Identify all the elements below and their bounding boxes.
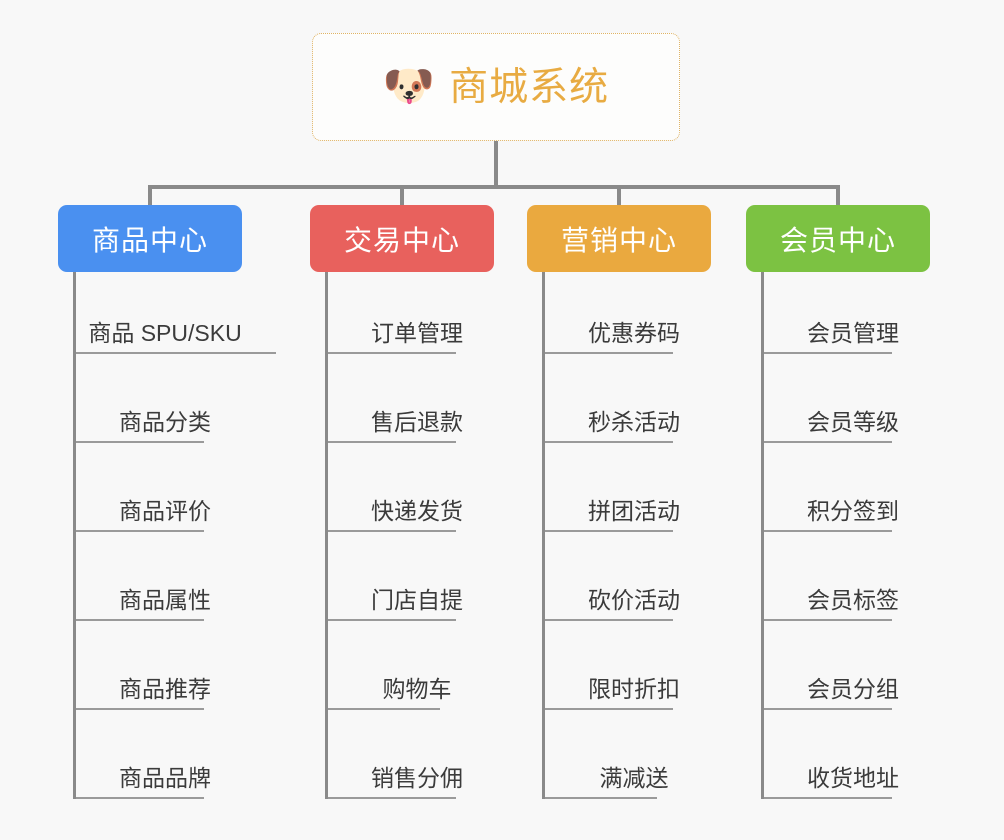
leaf-item[interactable]: 会员标签 (764, 532, 930, 621)
leaf-list-product-center: 商品 SPU/SKU 商品分类商品评价商品属性商品推荐商品品牌 (73, 272, 276, 799)
leaf-item-label: 优惠券码 (588, 320, 680, 347)
leaf-item-label: 收货地址 (807, 765, 899, 792)
leaf-item-label: 快递发货 (371, 498, 463, 525)
leaf-item-label: 会员管理 (807, 320, 899, 347)
category-column-marketing-center: 营销中心优惠券码秒杀活动拼团活动砍价活动限时折扣满减送 (527, 205, 711, 799)
leaf-item-label: 门店自提 (371, 587, 463, 614)
leaf-item[interactable]: 门店自提 (328, 532, 494, 621)
dog-face-icon: 🐶 (382, 62, 436, 109)
leaf-item-label: 售后退款 (371, 409, 463, 436)
leaf-list-member-center: 会员管理会员等级积分签到会员标签会员分组收货地址 (761, 272, 930, 799)
category-header-trade-center[interactable]: 交易中心 (310, 205, 494, 272)
leaf-item[interactable]: 优惠券码 (545, 272, 711, 354)
leaf-item[interactable]: 购物车 (328, 621, 494, 710)
connector-drop-1 (148, 185, 152, 207)
leaf-item[interactable]: 限时折扣 (545, 621, 711, 710)
connector-drop-4 (836, 185, 840, 207)
leaf-item[interactable]: 会员管理 (764, 272, 930, 354)
leaf-item[interactable]: 商品属性 (76, 532, 242, 621)
leaf-item[interactable]: 快递发货 (328, 443, 494, 532)
category-header-member-center[interactable]: 会员中心 (746, 205, 930, 272)
leaf-item-label: 满减送 (599, 765, 669, 792)
connector-drop-2 (400, 185, 404, 207)
leaf-item-label: 拼团活动 (588, 498, 680, 525)
leaf-item-label: 砍价活动 (588, 587, 680, 614)
category-header-label: 会员中心 (779, 224, 896, 256)
leaf-item[interactable]: 商品评价 (76, 443, 242, 532)
leaf-list-marketing-center: 优惠券码秒杀活动拼团活动砍价活动限时折扣满减送 (542, 272, 711, 799)
leaf-item-label: 会员标签 (807, 587, 899, 614)
category-header-product-center[interactable]: 商品中心 (58, 205, 242, 272)
category-header-label: 营销中心 (560, 224, 677, 256)
leaf-item-label: 商品分类 (119, 409, 211, 436)
leaf-item-label: 限时折扣 (588, 676, 680, 703)
connector-drop-3 (617, 185, 621, 207)
leaf-item-label: 积分签到 (807, 498, 899, 525)
leaf-item[interactable]: 商品分类 (76, 354, 242, 443)
leaf-item[interactable]: 商品品牌 (76, 710, 242, 799)
category-header-label: 交易中心 (343, 224, 460, 256)
leaf-item-label: 订单管理 (371, 320, 463, 347)
connector-bar (150, 185, 840, 189)
category-column-member-center: 会员中心会员管理会员等级积分签到会员标签会员分组收货地址 (746, 205, 930, 799)
root-title: 商城系统 (449, 65, 610, 109)
leaf-item[interactable]: 会员分组 (764, 621, 930, 710)
leaf-item-label: 秒杀活动 (588, 409, 680, 436)
leaf-item-label: 会员分组 (807, 676, 899, 703)
category-header-label: 商品中心 (91, 224, 208, 256)
root-node[interactable]: 🐶 商城系统 (312, 33, 680, 141)
leaf-item[interactable]: 售后退款 (328, 354, 494, 443)
leaf-item[interactable]: 销售分佣 (328, 710, 494, 799)
leaf-item[interactable]: 积分签到 (764, 443, 930, 532)
leaf-item-label: 会员等级 (807, 409, 899, 436)
leaf-item[interactable]: 秒杀活动 (545, 354, 711, 443)
leaf-list-trade-center: 订单管理售后退款快递发货门店自提购物车销售分佣 (325, 272, 494, 799)
category-header-marketing-center[interactable]: 营销中心 (527, 205, 711, 272)
leaf-item[interactable]: 拼团活动 (545, 443, 711, 532)
category-column-trade-center: 交易中心订单管理售后退款快递发货门店自提购物车销售分佣 (310, 205, 494, 799)
leaf-item-label: 销售分佣 (371, 765, 463, 792)
leaf-item[interactable]: 商品推荐 (76, 621, 242, 710)
leaf-item-label: 商品评价 (119, 498, 211, 525)
category-column-product-center: 商品中心商品 SPU/SKU 商品分类商品评价商品属性商品推荐商品品牌 (58, 205, 276, 799)
connector-stem (494, 141, 498, 188)
leaf-item[interactable]: 砍价活动 (545, 532, 711, 621)
leaf-item[interactable]: 会员等级 (764, 354, 930, 443)
leaf-item-label: 商品品牌 (119, 765, 211, 792)
leaf-item-label: 商品属性 (119, 587, 211, 614)
leaf-item[interactable]: 订单管理 (328, 272, 494, 354)
leaf-item-label: 商品 SPU/SKU (88, 320, 242, 347)
leaf-item-label: 购物车 (382, 676, 452, 703)
leaf-item[interactable]: 商品 SPU/SKU (76, 272, 276, 354)
leaf-item[interactable]: 收货地址 (764, 710, 930, 799)
leaf-item-label: 商品推荐 (119, 676, 211, 703)
leaf-item[interactable]: 满减送 (545, 710, 711, 799)
